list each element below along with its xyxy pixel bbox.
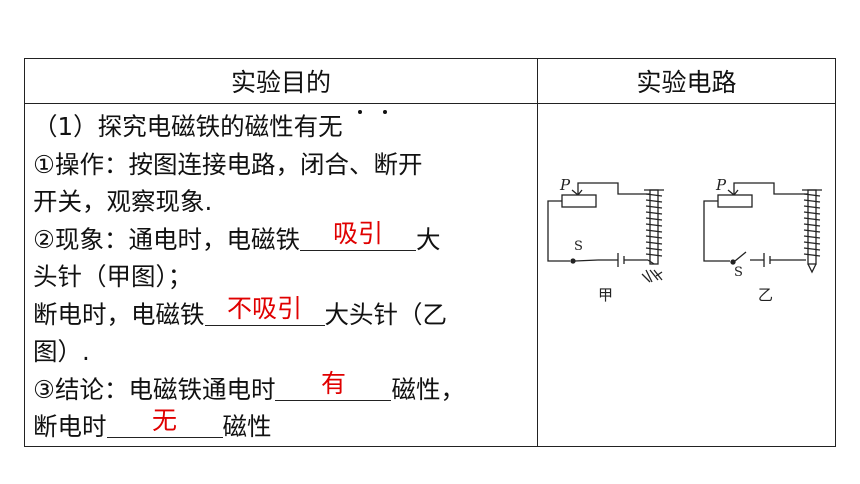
- pins: [641, 269, 663, 283]
- line-1: （1）探究电磁铁的磁性有无: [33, 108, 537, 146]
- wire-left: [547, 200, 570, 262]
- rheostat-label: P: [559, 176, 571, 194]
- answer-text: 无: [151, 406, 177, 435]
- line-3: 开关，观察现象.: [33, 187, 213, 216]
- answer-blank[interactable]: 吸引: [299, 219, 416, 251]
- battery: [598, 253, 648, 267]
- answer-blank[interactable]: 有: [275, 369, 392, 401]
- line-2: ①操作：按图连接电路，闭合、断开: [33, 149, 423, 179]
- experiment-table: 实验目的 实验电路 （1）探究电磁铁的磁性有无 ①操作：按图连接电路，闭合、断开…: [24, 58, 836, 447]
- line-1-text: （1）探究电磁铁的磁性有无: [33, 110, 387, 141]
- answer-blank[interactable]: 无: [106, 406, 223, 438]
- caption-right: 乙: [758, 286, 773, 304]
- emphasis-dot: [358, 110, 362, 114]
- switch-closed: [574, 259, 599, 262]
- line-6-text: 断电时，电磁铁: [33, 299, 205, 329]
- line-8-tail: 磁性，: [391, 374, 465, 404]
- slider-arrow: [727, 182, 808, 196]
- rheostat-label: P: [715, 176, 727, 194]
- rheostat-resistor: [561, 194, 597, 208]
- line-7: 图）.: [33, 337, 90, 366]
- caption-left: 甲: [598, 286, 613, 304]
- line-8-text: ③结论：电磁铁通电时: [33, 374, 276, 404]
- line-9-tail: 磁性: [222, 412, 272, 441]
- switch-label: S: [734, 265, 743, 280]
- circuit-left: [547, 182, 664, 283]
- circuit-right: [703, 182, 822, 274]
- rheostat-resistor: [717, 194, 753, 208]
- line-4: ②现象：通电时，电磁铁 吸引 大: [33, 219, 537, 259]
- line-6: 断电时，电磁铁不吸引大头针（乙: [33, 294, 537, 334]
- line-9: 断电时 无 磁性: [33, 406, 537, 446]
- coil-wire: [803, 193, 821, 257]
- switch-label: S: [574, 239, 583, 254]
- line-4-tail: 大: [415, 224, 441, 254]
- answer-blank[interactable]: 不吸引: [204, 294, 325, 326]
- answer-text: 吸引: [332, 218, 383, 248]
- circuit-diagrams: P S 甲: [547, 176, 822, 304]
- line-9-text: 断电时: [33, 412, 107, 441]
- answer-text: 有: [320, 368, 346, 398]
- wire-left: [703, 200, 730, 262]
- header-circuit: 实验电路: [537, 58, 836, 104]
- coil-tip: [807, 263, 817, 274]
- wire-bottom: [647, 259, 655, 265]
- line-8: ③结论：电磁铁通电时 有 磁性，: [33, 369, 537, 409]
- line-5: 头针（甲图）；: [33, 262, 193, 291]
- slider-arrow: [571, 182, 650, 196]
- line-4-text: ②现象：通电时，电磁铁: [33, 224, 300, 254]
- battery: [750, 253, 806, 267]
- header-purpose: 实验目的: [24, 58, 538, 104]
- switch-open: [734, 251, 747, 262]
- coil-wire: [645, 193, 663, 257]
- purpose-cell: （1）探究电磁铁的磁性有无 ①操作：按图连接电路，闭合、断开 开关，观察现象. …: [24, 103, 538, 447]
- emphasis-dot: [383, 110, 387, 114]
- circuit-cell: P S 甲: [537, 103, 836, 447]
- line-6-tail: 大头针（乙: [324, 299, 448, 329]
- answer-text: 不吸引: [226, 293, 302, 323]
